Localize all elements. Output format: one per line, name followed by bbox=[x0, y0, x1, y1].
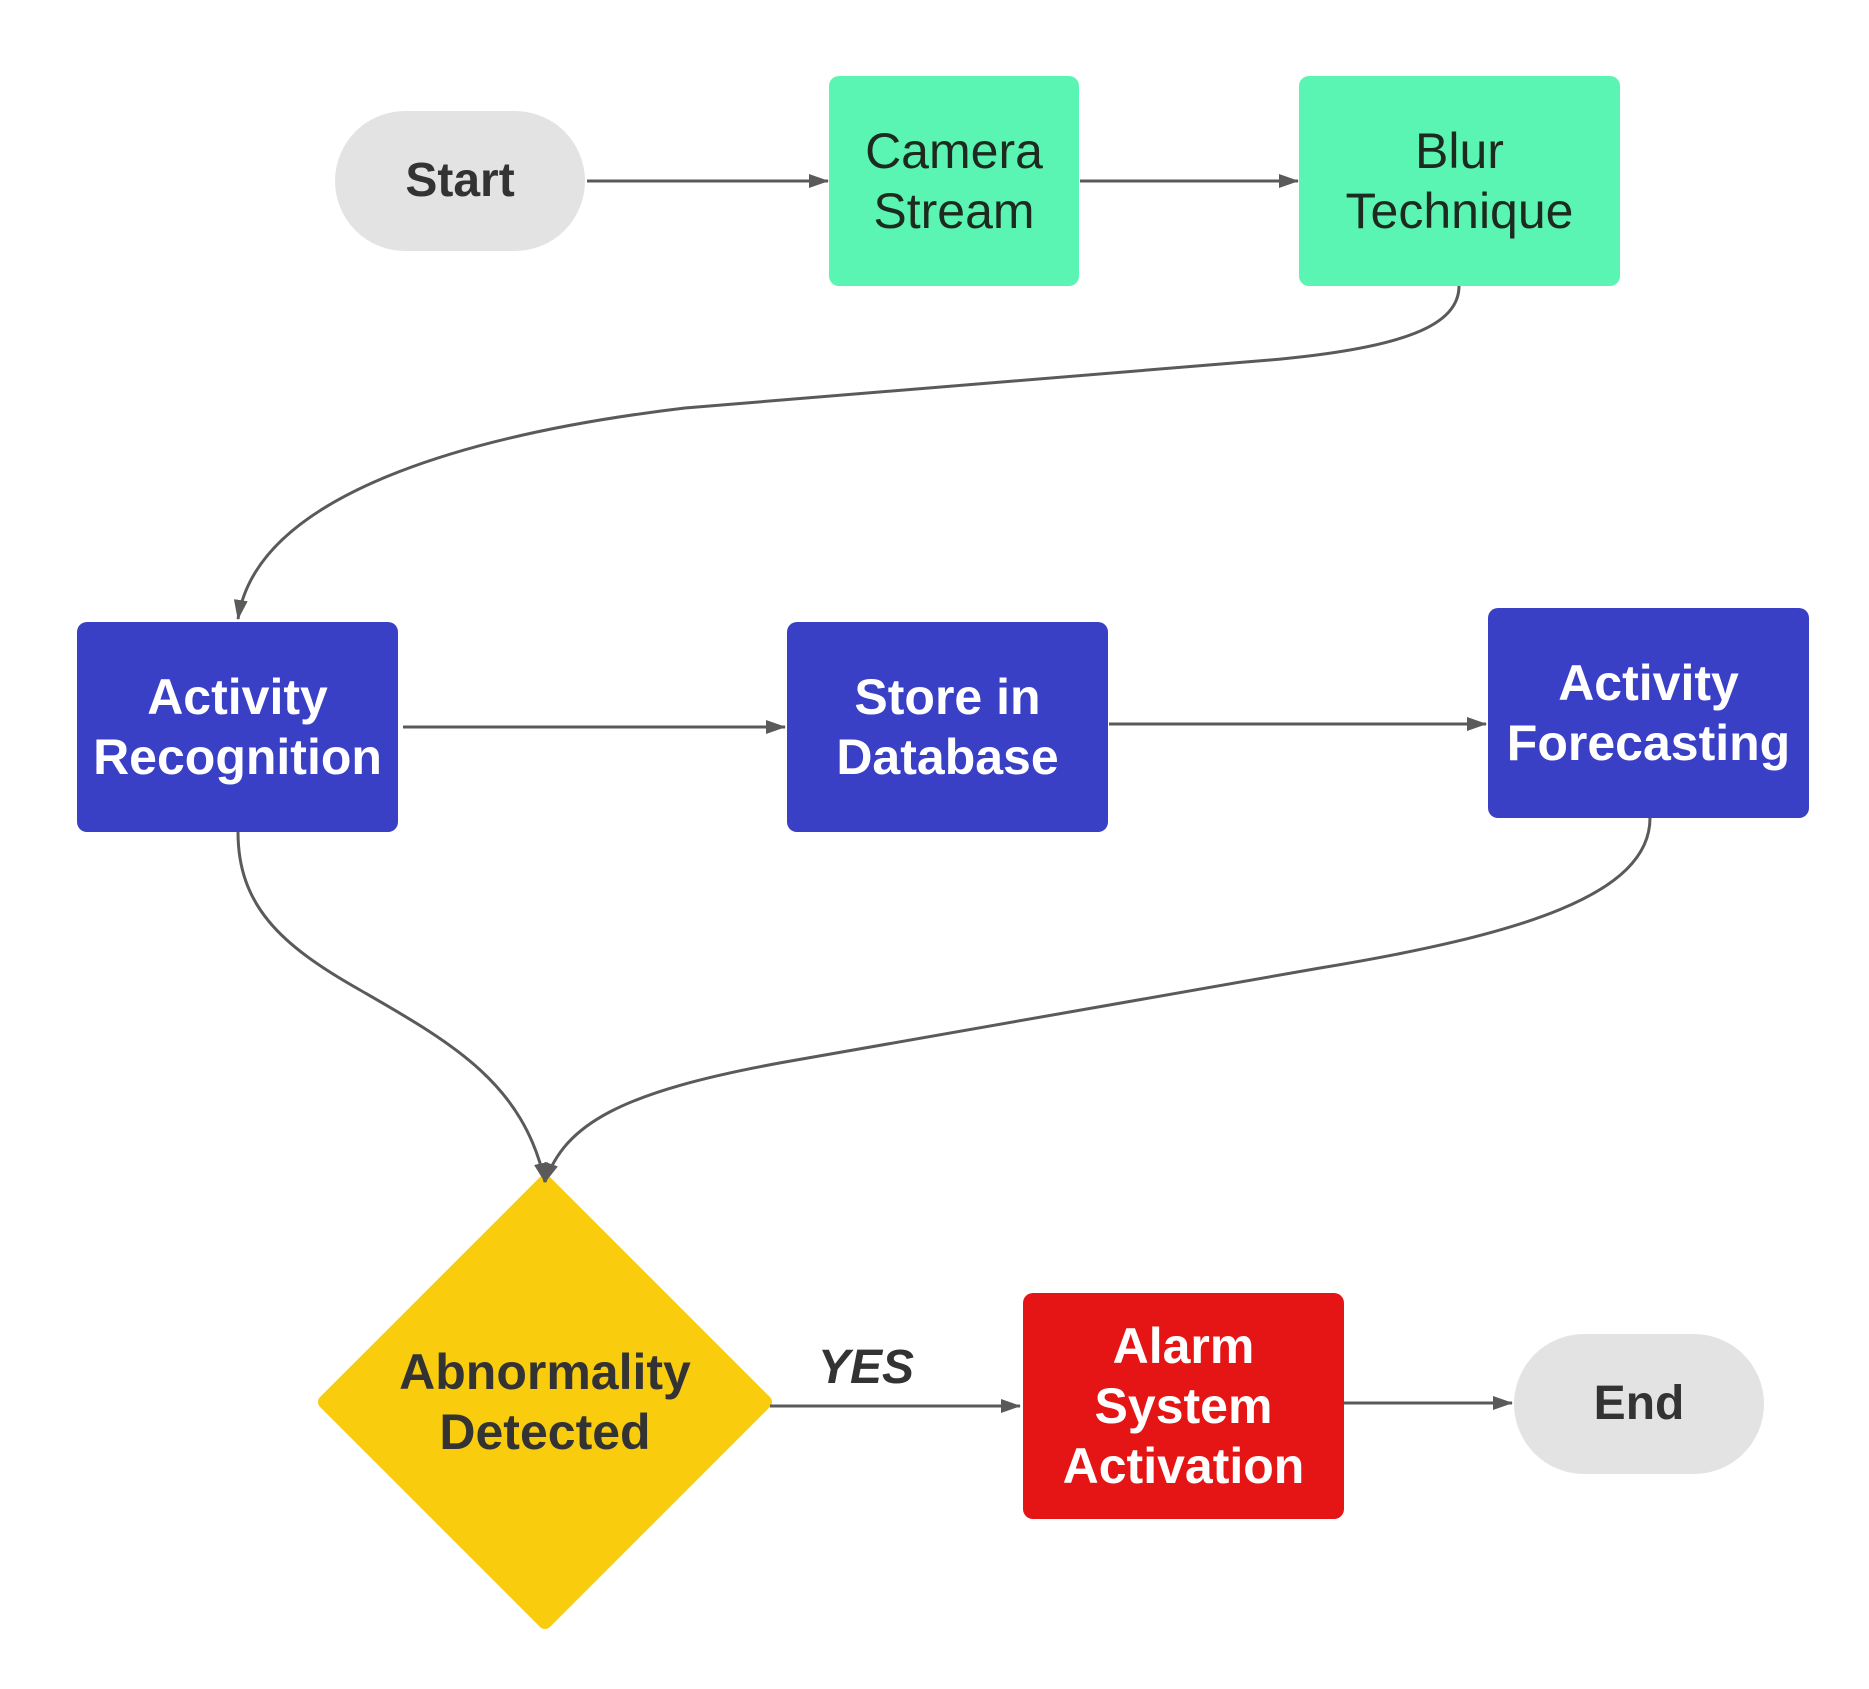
start-label: Start bbox=[405, 154, 515, 207]
yes-edge-label: YES bbox=[818, 1341, 915, 1394]
abnormality-detected-label-line2: Detected bbox=[439, 1404, 651, 1460]
activity-forecasting-node[interactable]: Activity Forecasting bbox=[1488, 608, 1809, 818]
abnormality-detected-diamond[interactable] bbox=[318, 1175, 772, 1629]
blur-technique-label-line2: Technique bbox=[1345, 183, 1574, 239]
camera-stream-label-line2: Stream bbox=[873, 183, 1035, 239]
edge-blur-technique-to-activity-recognition bbox=[233, 285, 1461, 620]
store-in-database-label-line1: Store in bbox=[854, 669, 1041, 725]
end-label: End bbox=[1593, 1377, 1685, 1430]
activity-forecasting-label-line1: Activity bbox=[1558, 655, 1739, 711]
activity-recognition-label-line2: Recognition bbox=[93, 729, 382, 785]
edge-activity-recognition-to-abnormality-detected bbox=[236, 831, 548, 1183]
alarm-system-label-line2: System bbox=[1094, 1378, 1273, 1434]
camera-stream-label-line1: Camera bbox=[865, 123, 1043, 179]
store-in-database-node[interactable]: Store in Database bbox=[787, 622, 1108, 832]
alarm-system-label-line1: Alarm bbox=[1112, 1318, 1255, 1374]
alarm-system-label-line3: Activation bbox=[1062, 1438, 1305, 1494]
alarm-system-activation-node[interactable]: Alarm System Activation bbox=[1023, 1293, 1344, 1519]
activity-forecasting-label-line2: Forecasting bbox=[1506, 715, 1791, 771]
end-node[interactable]: End bbox=[1514, 1334, 1764, 1474]
blur-technique-node[interactable]: Blur Technique bbox=[1299, 76, 1620, 286]
edge-activity-forecasting-to-abnormality-detected bbox=[543, 817, 1652, 1183]
activity-recognition-label-line1: Activity bbox=[147, 669, 328, 725]
camera-stream-node[interactable]: Camera Stream bbox=[829, 76, 1079, 286]
store-in-database-label-line2: Database bbox=[836, 729, 1059, 785]
abnormality-detected-label-line1: Abnormality bbox=[399, 1344, 691, 1400]
start-node[interactable]: Start bbox=[335, 111, 585, 251]
blur-technique-label-line1: Blur bbox=[1415, 123, 1504, 179]
abnormality-detected-text: Abnormality Detected bbox=[345, 1322, 745, 1482]
activity-recognition-node[interactable]: Activity Recognition bbox=[77, 622, 398, 832]
